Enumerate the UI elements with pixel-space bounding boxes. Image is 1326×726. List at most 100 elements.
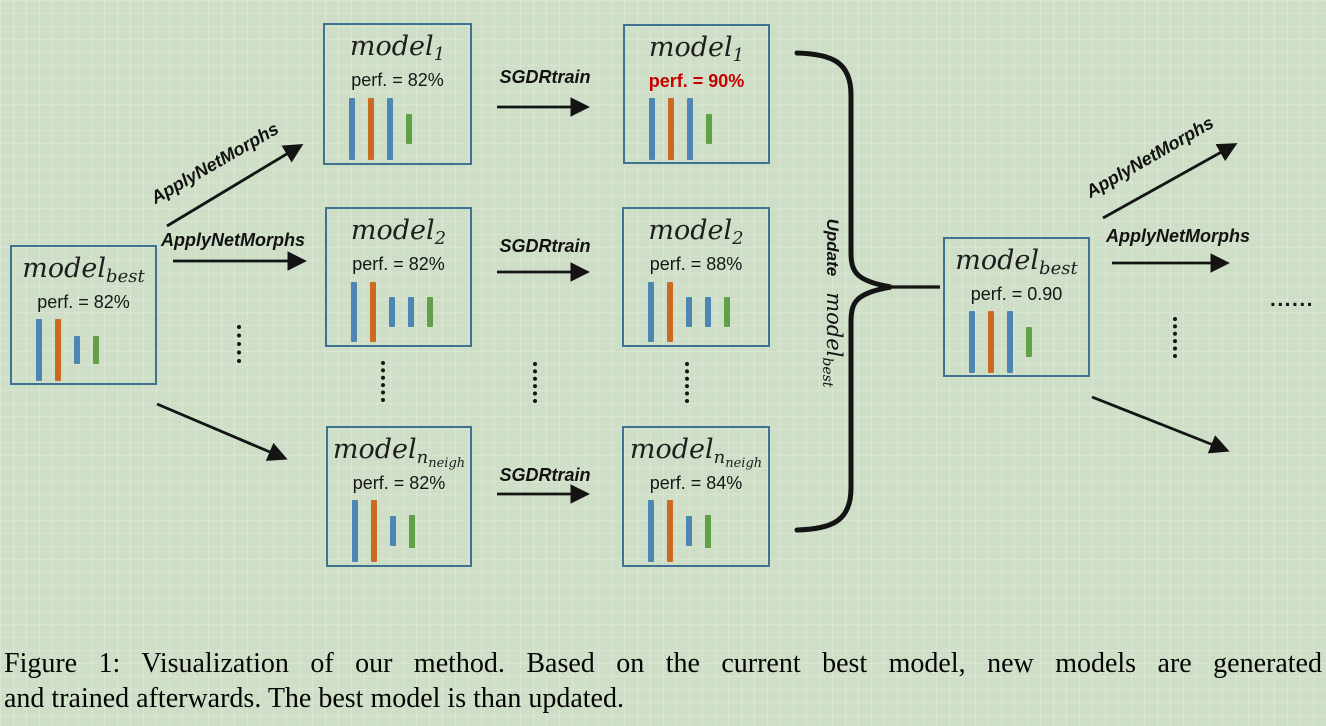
label-sgdrtrain-2: SGDRtrain (499, 236, 591, 256)
model-title: modelnneigh (624, 434, 768, 471)
model-title-sub: n (713, 447, 726, 468)
model-title-main: model (648, 32, 733, 63)
model-title-main: model (955, 245, 1040, 276)
model-box-1-generated: model1 perf. = 82% (323, 23, 472, 165)
arrow-next-iteration-down (1091, 395, 1230, 454)
green-bar (93, 335, 99, 364)
orange-bar (667, 500, 673, 562)
arrow-applynetmorphs-diagonal-right (1102, 143, 1238, 220)
caption-line-2: and trained afterwards. The best model i… (4, 683, 624, 714)
model-title: model1 (325, 31, 470, 68)
blue-bar (649, 97, 655, 160)
blue-bar (389, 296, 395, 327)
model-title: model2 (327, 215, 470, 252)
label-sgdrtrain-3: SGDRtrain (499, 465, 591, 485)
model-bars-chart (327, 278, 470, 345)
model-title-main: model (629, 434, 714, 465)
perf-label: perf. = 82% (37, 292, 130, 312)
label-sgdrtrain-1: SGDRtrain (499, 67, 591, 87)
model-bars-chart (624, 497, 768, 565)
perf-label: perf. = 84% (649, 473, 743, 493)
perf-label: perf. = 82% (352, 473, 446, 493)
green-bar (705, 514, 711, 548)
blue-bar (351, 281, 357, 342)
model-title-sub: best (1039, 258, 1078, 279)
model-bars-chart (325, 94, 470, 163)
orange-bar (55, 318, 61, 381)
model-title-main: model (350, 215, 435, 246)
model-title: modelbest (12, 253, 155, 290)
model-box-1-trained: model1 perf. = 90% (623, 24, 770, 164)
orange-bar (370, 281, 376, 342)
blue-bar (349, 97, 355, 160)
perf-label: perf. = 82% (351, 70, 444, 90)
model-title: modelnneigh (328, 434, 470, 471)
blue-bar (390, 516, 396, 546)
green-bar (724, 296, 730, 327)
model-title-main: model (22, 253, 107, 284)
figure-caption: Figure 1: Visualization of our method. B… (4, 646, 1322, 716)
model-box-2-trained: model2 perf. = 88% (622, 207, 770, 347)
horizontal-ellipsis: ...... (1270, 288, 1315, 311)
label-update-model-best: Update modelbest (819, 210, 846, 396)
arrow-applynetmorphs-diagonal-left (166, 143, 304, 228)
model-title-sub: 2 (732, 228, 744, 249)
model-title-main: model (648, 215, 733, 246)
model-title: model2 (624, 215, 768, 252)
model-title-subsub: neigh (725, 456, 763, 471)
blue-bar (648, 500, 654, 562)
model-title: model1 (625, 32, 768, 69)
perf-label-highlighted: perf. = 90% (648, 71, 745, 91)
model-box-n-neigh-generated: modelnneigh perf. = 82% (326, 426, 472, 567)
model-box-2-generated: model2 perf. = 82% (325, 207, 472, 347)
blue-bar (686, 516, 692, 546)
model-title-main: model (332, 434, 417, 465)
label-applynetmorphs-horizontal-right: ApplyNetMorphs (1106, 226, 1250, 246)
blue-bar (408, 296, 414, 327)
green-bar (406, 113, 412, 144)
orange-bar (668, 97, 674, 160)
model-bars-chart (625, 95, 768, 162)
blue-bar (648, 281, 654, 342)
blue-bar (352, 500, 358, 562)
vertical-ellipsis-mid (533, 362, 537, 403)
blue-bar (1007, 310, 1013, 373)
model-bars-chart (12, 316, 155, 383)
blue-bar (969, 310, 975, 373)
blue-bar (387, 97, 393, 160)
model-title-sub: 2 (434, 228, 447, 249)
model-bars-chart (945, 308, 1088, 375)
orange-bar (368, 97, 374, 160)
model-title-sub: n (416, 447, 429, 468)
vertical-ellipsis-right (1173, 317, 1177, 358)
model-box-best-updated: modelbest perf. = 0.90 (943, 237, 1090, 377)
vertical-ellipsis-col1 (381, 361, 385, 402)
caption-line-1: Figure 1: Visualization of our method. B… (4, 648, 1322, 679)
vertical-ellipsis-left (237, 325, 241, 363)
orange-bar (667, 281, 673, 342)
perf-label: perf. = 88% (649, 254, 743, 274)
model-best-word: modelbest (819, 292, 846, 388)
model-bars-chart (624, 278, 768, 345)
arrow-to-model-n-neigh (156, 402, 288, 461)
model-title-sub: best (106, 266, 145, 287)
perf-label: perf. = 0.90 (970, 284, 1063, 304)
green-bar (1026, 326, 1032, 357)
green-bar (427, 296, 433, 327)
model-box-best-left: modelbest perf. = 82% (10, 245, 157, 385)
update-word: Update (823, 218, 842, 277)
green-bar (706, 113, 712, 144)
model-bars-chart (328, 497, 470, 565)
blue-bar (705, 296, 711, 327)
orange-bar (371, 500, 377, 562)
model-title-sub: 1 (433, 44, 446, 65)
model-title: modelbest (945, 245, 1088, 282)
model-box-n-neigh-trained: modelnneigh perf. = 84% (622, 426, 770, 567)
orange-bar (988, 310, 994, 373)
model-title-sub: 1 (732, 45, 745, 66)
blue-bar (687, 97, 693, 160)
blue-bar (36, 318, 42, 381)
green-bar (409, 514, 415, 548)
